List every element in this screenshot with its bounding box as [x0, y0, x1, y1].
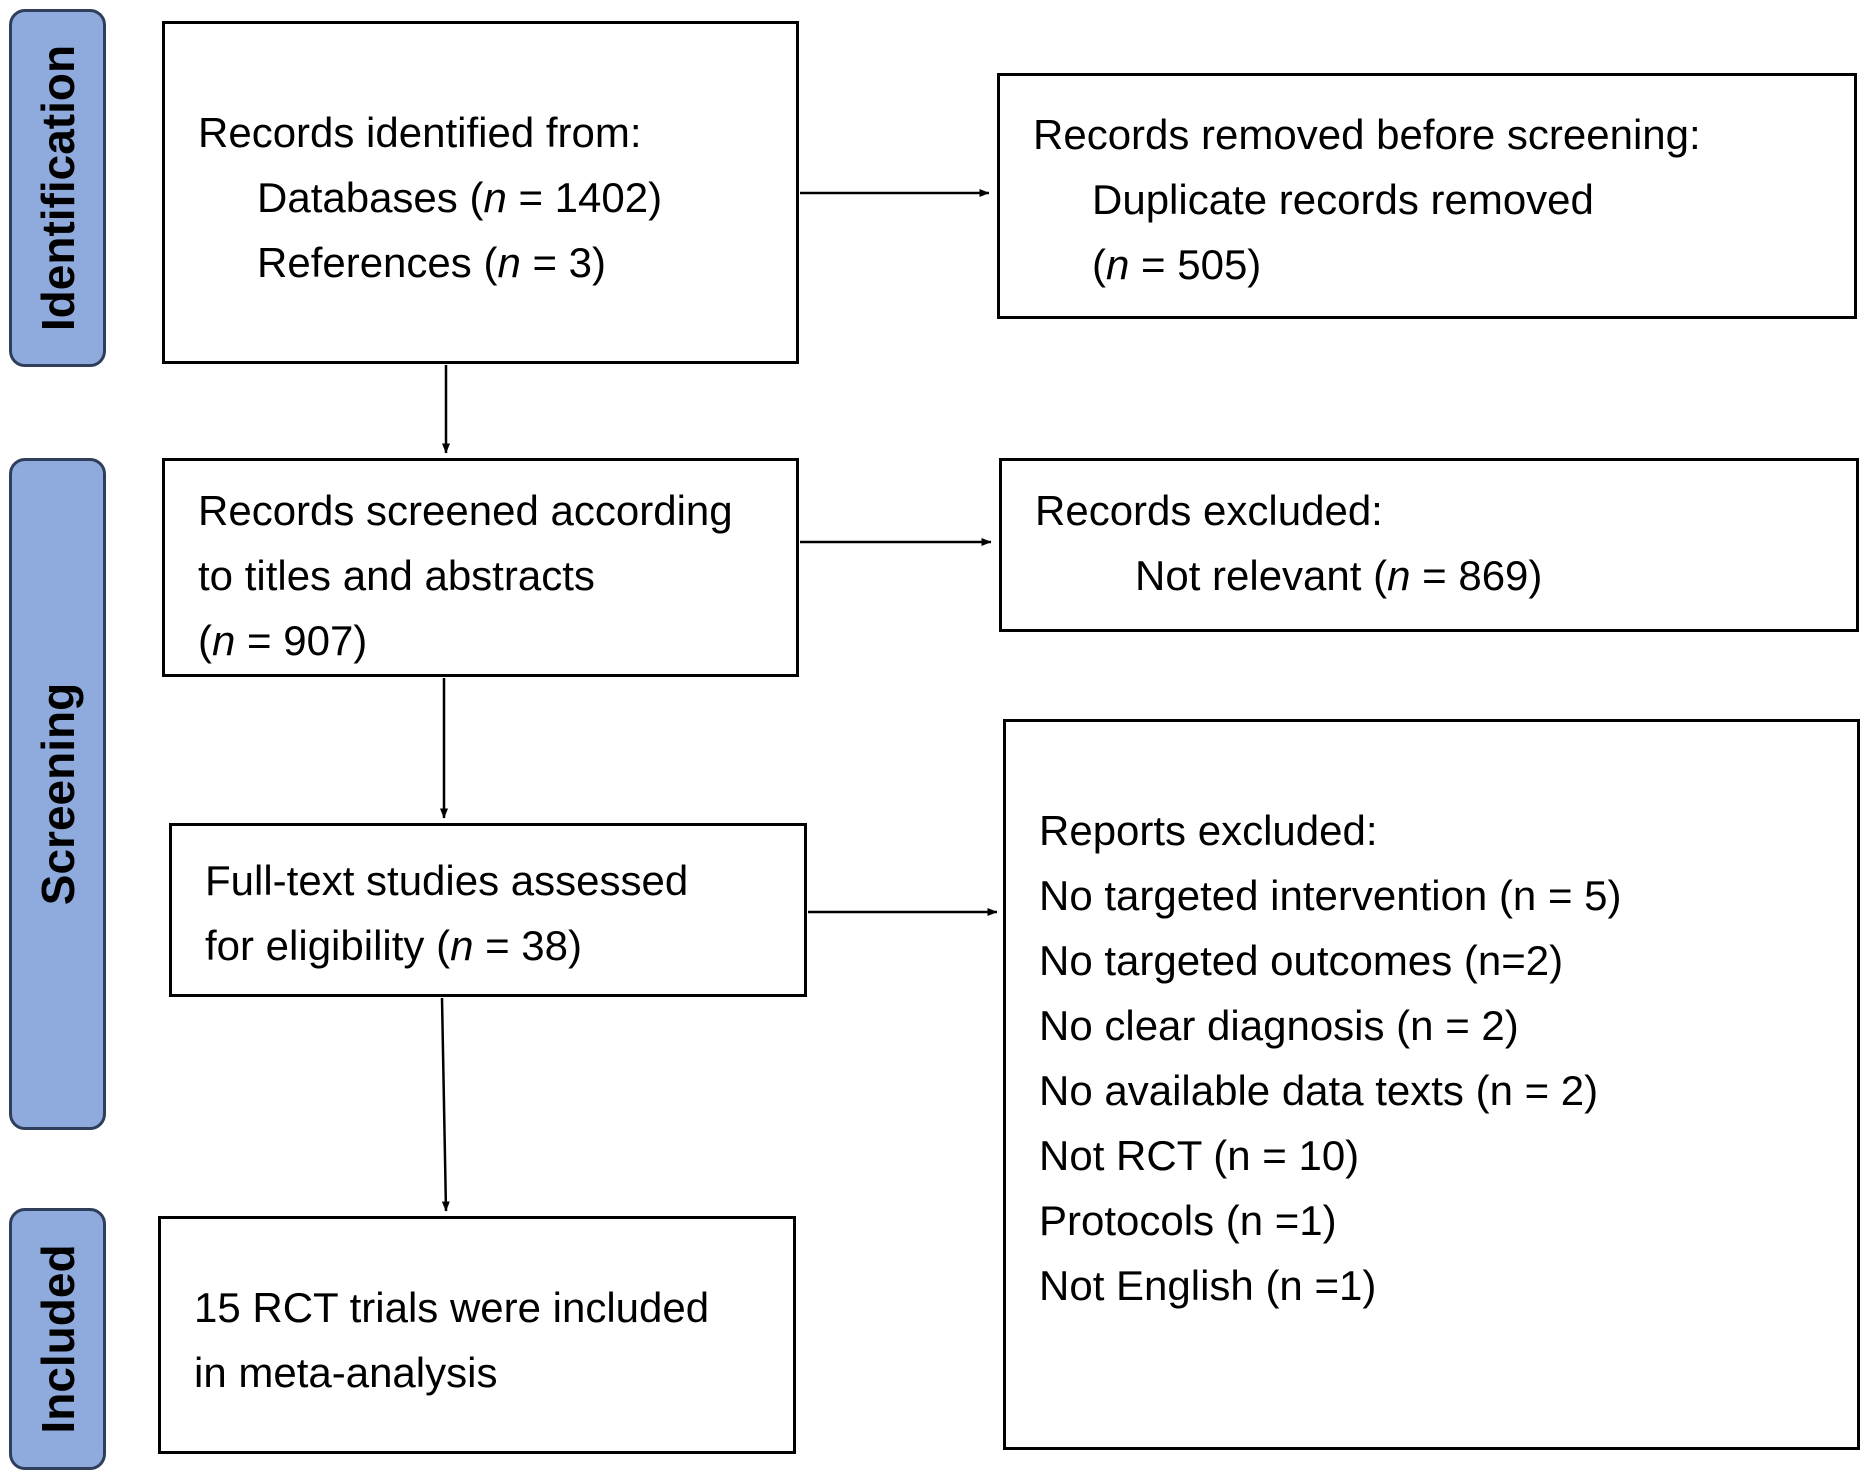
phase-included: Included: [9, 1208, 106, 1470]
records-identified-heading: Records identified from:: [198, 109, 642, 156]
phase-screening: Screening: [9, 458, 106, 1130]
fulltext-assessed-box: Full-text studies assessed for eligibili…: [169, 823, 807, 997]
records-screened-count: (n = 907): [198, 617, 368, 664]
fulltext-assessed-line2: for eligibility (n = 38): [205, 922, 583, 969]
studies-included-box: 15 RCT trials were included in meta-anal…: [158, 1216, 796, 1454]
exclusion-reason: No targeted intervention (n = 5): [1039, 872, 1622, 919]
records-screened-box: Records screened according to titles and…: [162, 458, 799, 677]
records-removed-box: Records removed before screening: Duplic…: [997, 73, 1857, 319]
reports-excluded-box: Reports excluded: No targeted interventi…: [1003, 719, 1860, 1450]
arrow-fulltext-to-included: [440, 997, 450, 1212]
records-removed-heading: Records removed before screening:: [1033, 111, 1701, 158]
studies-included-line1: 15 RCT trials were included: [194, 1284, 710, 1331]
records-identified-references: References (n = 3): [257, 239, 607, 286]
records-identified-databases: Databases (n = 1402): [257, 174, 663, 221]
exclusion-reason: Not RCT (n = 10): [1039, 1132, 1360, 1179]
records-screened-line1: Records screened according: [198, 487, 733, 534]
records-excluded-box: Records excluded: Not relevant (n = 869): [999, 458, 1859, 632]
exclusion-reason: Protocols (n =1): [1039, 1197, 1337, 1244]
duplicate-records-count: (n = 505): [1092, 241, 1262, 288]
records-excluded-heading: Records excluded:: [1035, 487, 1383, 534]
exclusion-reason: Not English (n =1): [1039, 1262, 1377, 1309]
phase-identification: Identification: [9, 9, 106, 367]
exclusion-reason: No targeted outcomes (n=2): [1039, 937, 1564, 984]
records-screened-line2: to titles and abstracts: [198, 552, 595, 599]
exclusion-reason: No available data texts (n = 2): [1039, 1067, 1599, 1114]
not-relevant-count: Not relevant (n = 869): [1135, 552, 1543, 599]
reports-excluded-heading: Reports excluded:: [1039, 807, 1378, 854]
studies-included-line2: in meta-analysis: [194, 1349, 498, 1396]
duplicate-records-label: Duplicate records removed: [1092, 176, 1594, 223]
records-identified-box: Records identified from: Databases (n = …: [162, 21, 799, 364]
exclusion-reason: No clear diagnosis (n = 2): [1039, 1002, 1519, 1049]
fulltext-assessed-line1: Full-text studies assessed: [205, 857, 689, 904]
